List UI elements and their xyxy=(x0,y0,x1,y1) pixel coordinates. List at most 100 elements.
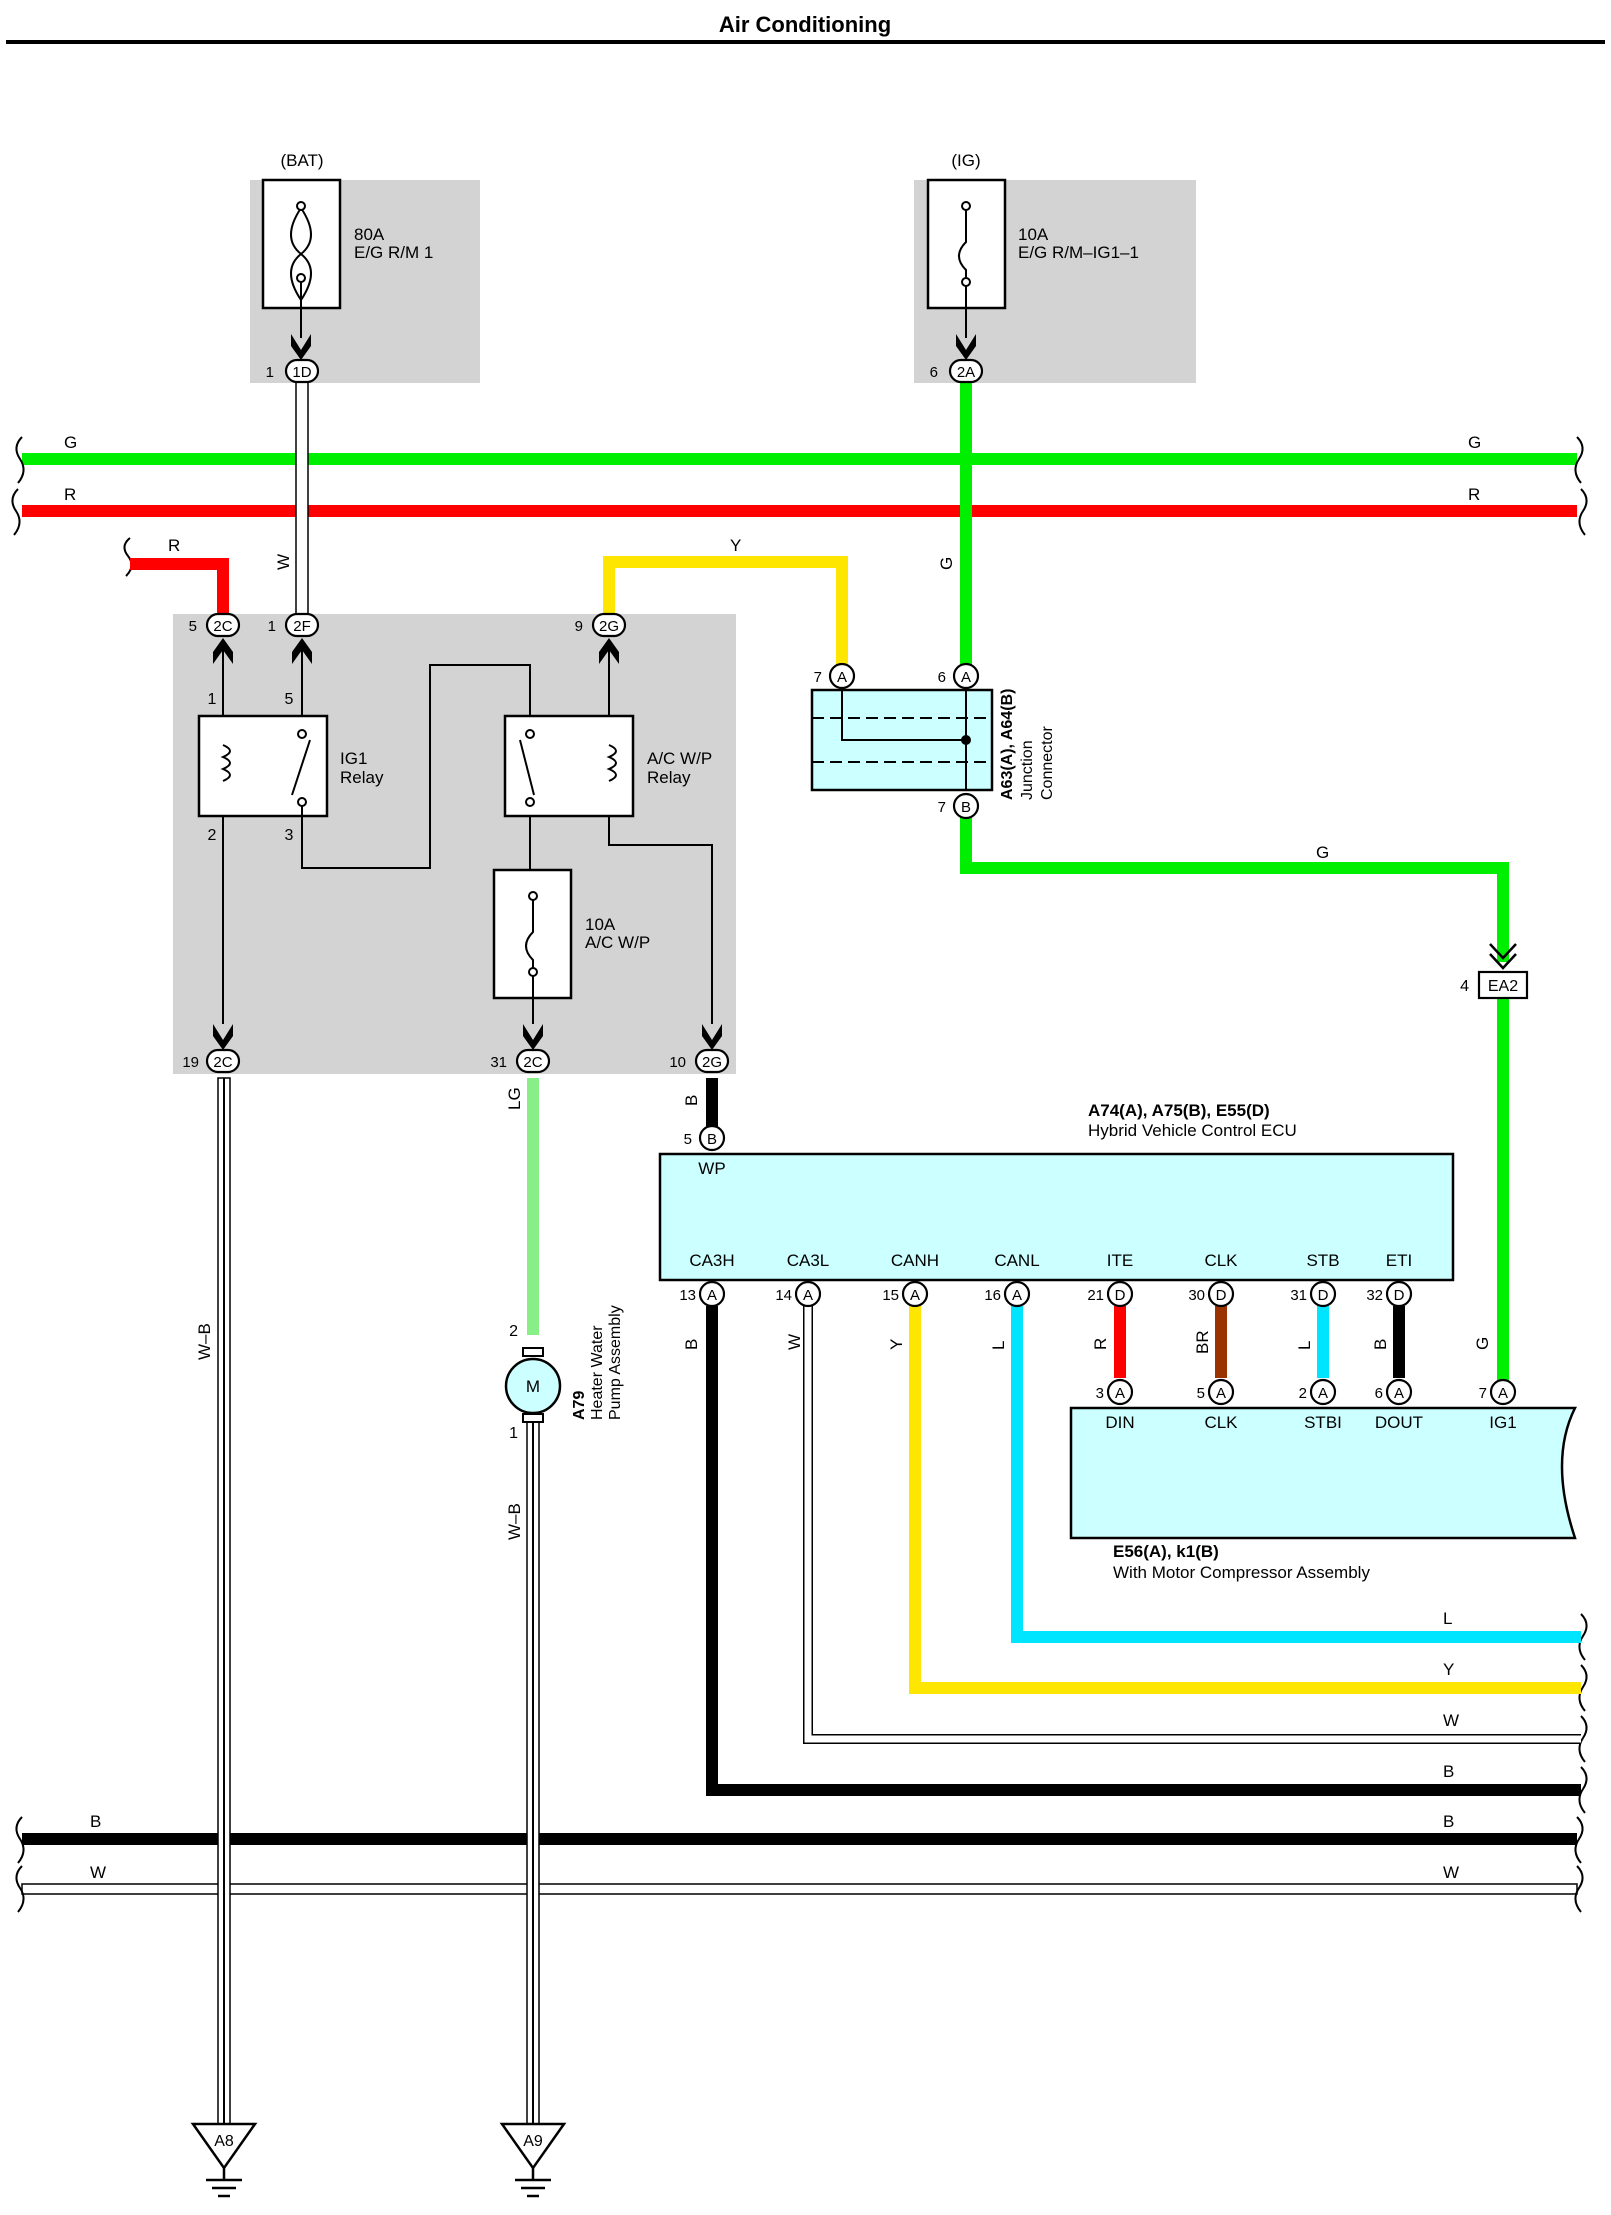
ground-a8: A8 xyxy=(190,2122,258,2198)
fuse-80a-node-bottom xyxy=(296,273,306,283)
compressor-pin-din-code: A xyxy=(1115,1385,1125,1402)
ecu-pin-clk-circle xyxy=(1207,1280,1235,1308)
connector-2c-pin31-code: 2C xyxy=(523,1054,542,1071)
arrow-2c31 xyxy=(523,1024,543,1050)
break-marks xyxy=(11,436,1588,1913)
junction-pin-a6: A 6 xyxy=(938,662,980,690)
bus-wires xyxy=(21,453,1578,1895)
pump-name-2: Pump Assembly xyxy=(607,1305,624,1420)
ecu-pin-ite-code: D xyxy=(1115,1287,1126,1304)
ecu-pin-ca3l: A14 xyxy=(775,1280,822,1308)
connector-2a-pill xyxy=(948,358,984,384)
flow-arrows xyxy=(213,334,976,1050)
wire-label-y-right: Y xyxy=(1443,1660,1454,1679)
wire-label-g-feed: G xyxy=(937,557,956,570)
ecu-pin-wp-num: 5 xyxy=(684,1131,692,1148)
compressor-label-ig1: IG1 xyxy=(1489,1413,1516,1432)
ecu-pin-ca3l-code: A xyxy=(803,1287,813,1304)
wire-w-bat-feed xyxy=(295,379,309,617)
wire-label-g-left: G xyxy=(64,433,77,452)
ecu-terminals: CA3HA13CA3LA14CANHA15CANLA16ITED21CLKD30… xyxy=(679,1251,1412,1308)
connector-2g-pin10-code: 2G xyxy=(702,1054,722,1071)
ecu-pin-ite-num: 21 xyxy=(1087,1287,1104,1304)
fuse-10a-ig-amp: 10A xyxy=(1018,225,1049,244)
connector-2f-pin: 1 xyxy=(268,618,276,635)
ecu-pin-stb-num: 31 xyxy=(1290,1287,1307,1304)
pump-code: A79 xyxy=(571,1391,588,1420)
compressor-pin-dout: A6 xyxy=(1375,1378,1413,1406)
connector-1d-pill xyxy=(284,358,320,384)
ecu-pin-clk-num: 30 xyxy=(1188,1287,1205,1304)
wire-label-b-ca3h: B xyxy=(682,1339,701,1350)
compressor-label-clk: CLK xyxy=(1204,1413,1238,1432)
ecu-label-ca3l: CA3L xyxy=(787,1251,830,1270)
wire-label-b-dout: B xyxy=(1371,1339,1390,1350)
compressor-pin-ig1-code: A xyxy=(1498,1385,1508,1402)
wire-label-g-right: G xyxy=(1468,433,1481,452)
ecu-pin-stb-circle xyxy=(1309,1280,1337,1308)
wire-label-l-stb: L xyxy=(1295,1341,1314,1350)
connector-ea2-box xyxy=(1477,970,1529,1000)
junction-pin-b7-num: 7 xyxy=(938,799,946,816)
acwp-coil-icon xyxy=(606,744,617,782)
ecu-pin-clk-code: D xyxy=(1216,1287,1227,1304)
arrow-2f xyxy=(292,638,312,664)
ecu-pin-canh-code: A xyxy=(910,1287,920,1304)
ecu-pin-ite-circle xyxy=(1106,1280,1134,1308)
ground-a9-icon xyxy=(515,2168,551,2198)
pump-pin-top: 2 xyxy=(509,1323,518,1340)
ecu-pin-ca3h-circle xyxy=(698,1280,726,1308)
ecu-label-canh: CANH xyxy=(891,1251,939,1270)
compressor-pin-clk-code: A xyxy=(1216,1385,1226,1402)
connector-2c-pin5-code: 2C xyxy=(213,618,232,635)
arrow-1d xyxy=(291,334,311,360)
connector-2a-code: 2A xyxy=(957,364,975,381)
wire-label-b-wp: B xyxy=(682,1095,701,1106)
ecu-pin-wp: B 5 xyxy=(684,1124,726,1152)
compressor-pin-din-circle xyxy=(1106,1378,1134,1406)
fuse-80a-element-icon xyxy=(290,207,312,301)
ig1-pin-5: 5 xyxy=(285,691,294,708)
wire-label-b-right: B xyxy=(1443,1762,1454,1781)
wire-label-w-bus-right: W xyxy=(1443,1863,1459,1882)
diagram-title: Air Conditioning xyxy=(719,12,891,37)
compressor-pin-stbi-code: A xyxy=(1318,1385,1328,1402)
fuse-10a-ig-node-bottom xyxy=(961,277,971,287)
compressor-name: With Motor Compressor Assembly xyxy=(1113,1563,1370,1582)
ig1-pin-1: 1 xyxy=(208,691,217,708)
acwp-relay-label-2: Relay xyxy=(647,768,691,787)
connector-2c-pin5-pill xyxy=(205,612,241,638)
wire-label-r-din: R xyxy=(1091,1338,1110,1350)
arrow-2a xyxy=(956,334,976,360)
compressor-label-din: DIN xyxy=(1105,1413,1134,1432)
connector-2c-pin31-pill xyxy=(515,1048,551,1074)
ecu-pin-eti-code: D xyxy=(1394,1287,1405,1304)
connector-2c-pin19-code: 2C xyxy=(213,1054,232,1071)
fuse-10a-wp: 10A A/C W/P xyxy=(492,868,650,1000)
ecu-name: Hybrid Vehicle Control ECU xyxy=(1088,1121,1297,1140)
ground-a8-triangle xyxy=(190,2122,258,2171)
junction-bus-link xyxy=(841,690,966,741)
ground-a9-code: A9 xyxy=(523,2133,543,2150)
ecu-label-clk: CLK xyxy=(1204,1251,1238,1270)
ecu-label-canl: CANL xyxy=(994,1251,1039,1270)
ecu-pin-canl-code: A xyxy=(1012,1287,1022,1304)
wire-w-bus xyxy=(21,1883,1578,1895)
wires xyxy=(130,379,1581,2131)
connector-2f: 2F 1 xyxy=(268,612,320,638)
connector-2c-pin5: 2C 5 xyxy=(189,612,241,638)
compressor-pin-ig1-circle xyxy=(1489,1378,1517,1406)
wire-label-w-feed: W xyxy=(274,554,293,570)
ig1-relay: IG1 Relay 1 5 2 3 xyxy=(197,691,384,844)
acwp-coil-out xyxy=(608,816,713,1024)
fuse-10a-ig-name: E/G R/M–IG1–1 xyxy=(1018,243,1139,262)
pump-pin-bottom: 1 xyxy=(509,1425,518,1442)
wire-label-w-ca3l: W xyxy=(785,1334,804,1350)
wire-label-b-bus-right: B xyxy=(1443,1812,1454,1831)
wire-label-w-bus-left: W xyxy=(90,1863,106,1882)
ground-a8-code: A8 xyxy=(214,2133,234,2150)
ecu-label-eti: ETI xyxy=(1386,1251,1412,1270)
junction-pin-a7: A 7 xyxy=(814,662,856,690)
ig1-switch-blade xyxy=(291,739,311,796)
connector-2f-pill xyxy=(284,612,320,638)
